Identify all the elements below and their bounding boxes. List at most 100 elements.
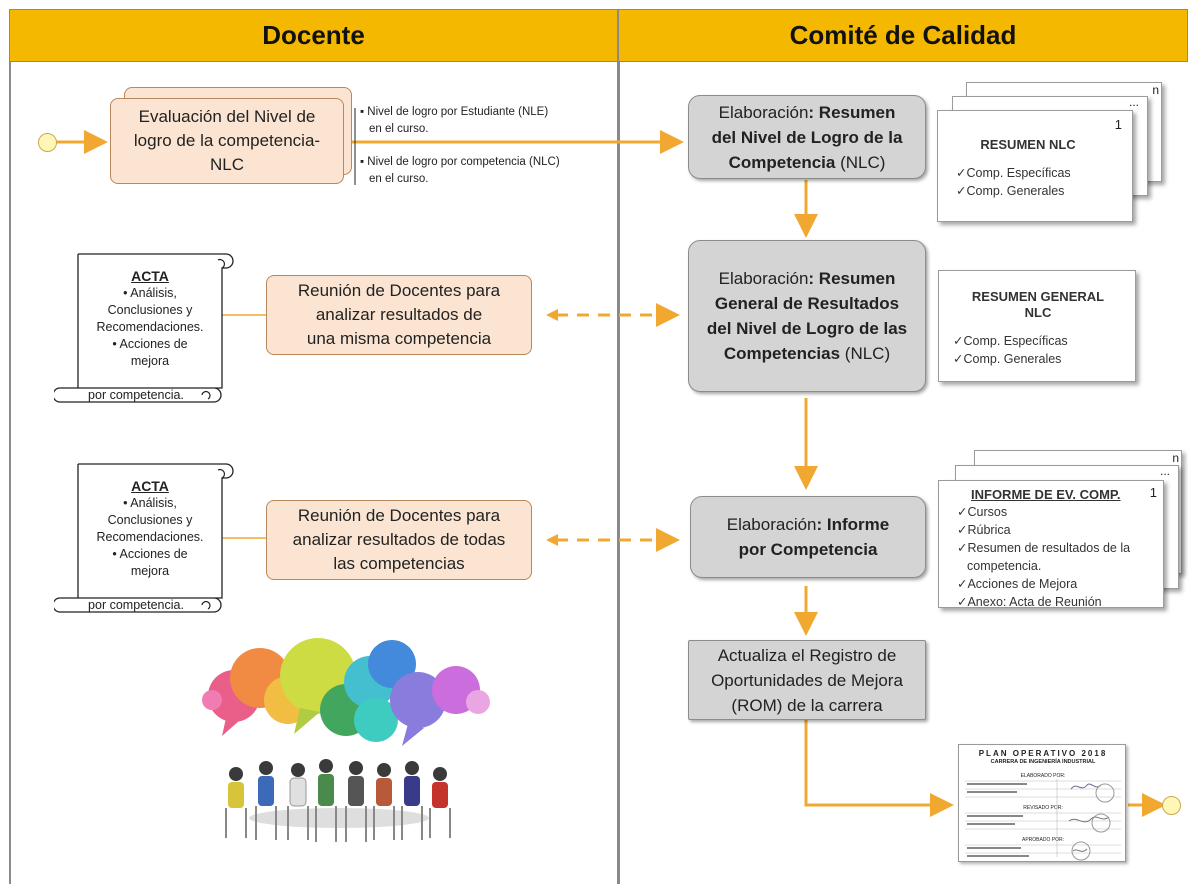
plan-sec2: REVISADO POR: [1023, 805, 1063, 811]
acta2-item-4: • Acciones de [112, 547, 188, 561]
lane-divider [617, 62, 620, 884]
acta2-item-1: • Análisis, [123, 496, 177, 510]
meeting2-left-arrowhead [546, 534, 558, 546]
acta1-item-5: mejora [130, 354, 170, 368]
doc1-ellipsis: ... [1128, 95, 1139, 109]
doc2-item-1: ✓Comp. Específicas [953, 334, 1068, 348]
doc3-item-2: ✓Rúbrica [957, 523, 1011, 537]
doc3-ellipsis: ... [1159, 464, 1170, 478]
box1-prefix: Elaboración [718, 102, 809, 122]
note-nle-line2: en el curso. [369, 123, 429, 135]
comite-header: Comité de Calidad [618, 9, 1188, 62]
doc2: RESUMEN GENERAL NLC ✓Comp. Específicas ✓… [938, 270, 1136, 382]
acta-scroll-1: ACTA • Análisis, Conclusiones y Recomend… [54, 248, 234, 408]
doc3-item-3: ✓Resumen de resultados de la [957, 541, 1131, 555]
box2-bold2: General de Resultados [714, 294, 900, 313]
meeting-people-icon [225, 759, 451, 842]
doc1-back-letter: n [1152, 83, 1159, 97]
note-nlc: ▪ Nivel de logro por competencia (NLC) e… [360, 154, 620, 188]
acta1-title: ACTA [131, 268, 169, 284]
plan-sec1: ELABORADO POR: [1020, 773, 1066, 779]
doc2-title-2: NLC [1024, 305, 1052, 320]
box2-suffix: (NLC) [840, 344, 891, 363]
comite-header-label: Comité de Calidad [789, 20, 1017, 50]
doc3-front: 1 INFORME DE EV. COMP. ✓Cursos ✓Rúbrica … [938, 480, 1164, 609]
box4-line-3: (ROM) de la carrera [731, 695, 883, 715]
acta2-item-2: Conclusiones y [107, 513, 193, 527]
plan-subtitle: CARRERA DE INGENIERÍA INDUSTRIAL [990, 759, 1096, 765]
doc3-item-1: ✓Cursos [957, 505, 1008, 519]
doc1-front: 1 RESUMEN NLC ✓Comp. Específicas ✓Comp. … [937, 110, 1133, 222]
box1-bold3: Competencia [728, 152, 836, 172]
box2-prefix: Elaboración [718, 269, 809, 288]
note-nle: ▪ Nivel de logro por Estudiante (NLE) en… [360, 104, 620, 138]
meeting1-line-1: Reunión de Docentes para [297, 281, 501, 300]
bullet-icon: ▪ [360, 156, 368, 168]
plan-sec3: APROBADO POR: [1022, 837, 1064, 843]
plan-title: PLAN OPERATIVO 2018 [978, 749, 1108, 758]
note-nlc-line2: en el curso. [369, 173, 429, 185]
meeting2-line-2: analizar resultados de todas [292, 530, 506, 549]
meeting-box-2: Reunión de Docentes para analizar result… [266, 500, 532, 580]
eval-line-2: logro de la competencia- [133, 131, 321, 150]
general-summary-box: Elaboración: Resumen General de Resultad… [688, 240, 926, 392]
competency-report-box: Elaboración: Informe por Competencia [690, 496, 926, 578]
speech-bubbles-icon [202, 638, 490, 746]
doc3-item-6: ✓Anexo: Acta de Reunión [957, 595, 1102, 609]
acta1-item-2: Conclusiones y [107, 303, 193, 317]
summary-nlc-box: Elaboración: Resumen del Nivel de Logro … [688, 95, 926, 179]
eval-box: Evaluación del Nivel de logro de la comp… [110, 98, 344, 184]
doc1-page-num: 1 [1114, 117, 1122, 132]
box2-bold4: Competencias [723, 344, 841, 363]
acta-scroll-2: ACTA • Análisis, Conclusiones y Recomend… [54, 458, 234, 618]
doc3-page-num: 1 [1149, 485, 1157, 500]
plan-signatures-icon [965, 779, 1121, 861]
docente-header-label: Docente [262, 20, 365, 50]
start-terminal [38, 133, 57, 152]
box3-bold2: por Competencia [738, 540, 878, 559]
acta1-item-4: • Acciones de [112, 337, 188, 351]
doc2-item-2: ✓Comp. Generales [953, 352, 1062, 366]
meeting2-line-1: Reunión de Docentes para [297, 506, 501, 525]
doc3-title: INFORME DE EV. COMP. [971, 487, 1121, 502]
eval-line-3: NLC [209, 155, 244, 174]
plan-operativo-doc: PLAN OPERATIVO 2018 CARRERA DE INGENIERÍ… [958, 744, 1126, 862]
acta1-item-3: Recomendaciones. [96, 320, 204, 334]
doc3-item-4: competencia. [967, 559, 1042, 573]
eval-line-1: Evaluación del Nivel de [138, 107, 316, 126]
acta1-item-1: • Análisis, [123, 286, 177, 300]
meeting-box-1: Reunión de Docentes para analizar result… [266, 275, 532, 355]
note-nle-line1: Nivel de logro por Estudiante (NLE) [367, 106, 549, 118]
box1-suffix: (NLC) [835, 152, 886, 172]
doc1-title: RESUMEN NLC [980, 137, 1076, 152]
box2-bold1: : Resumen [808, 269, 896, 288]
box4-line-1: Actualiza el Registro de [717, 645, 897, 665]
acta1-footer: por competencia. [88, 388, 184, 402]
acta2-footer: por competencia. [88, 598, 184, 612]
doc3-back-letter: n [1172, 451, 1179, 465]
box1-bold2: del Nivel de Logro de la [711, 127, 903, 147]
left-border [9, 62, 11, 884]
box4-line-2: Oportunidades de Mejora [711, 670, 903, 690]
bullet-icon: ▪ [360, 106, 368, 118]
note-nlc-line1: Nivel de logro por competencia (NLC) [367, 156, 560, 168]
meeting1-left-arrowhead [546, 309, 558, 321]
doc1-item-2: ✓Comp. Generales [956, 184, 1065, 198]
box4-to-plan-arrow [804, 720, 954, 817]
doc1-item-1: ✓Comp. Específicas [956, 166, 1071, 180]
doc3-item-5: ✓Acciones de Mejora [957, 577, 1078, 591]
docente-header: Docente [9, 9, 618, 62]
scroll-icon [54, 463, 234, 613]
box2-bold3: del Nivel de Logro de las [706, 319, 908, 338]
acta2-item-3: Recomendaciones. [96, 530, 204, 544]
meeting1-line-2: analizar resultados de [315, 305, 483, 324]
acta2-item-5: mejora [130, 564, 170, 578]
box1-bold1: : Resumen [808, 102, 896, 122]
rom-update-box: Actualiza el Registro de Oportunidades d… [688, 640, 926, 720]
meeting1-line-3: una misma competencia [306, 329, 492, 348]
end-terminal [1162, 796, 1181, 815]
scroll-icon [54, 253, 234, 403]
acta2-title: ACTA [131, 478, 169, 494]
box3-bold1: : Informe [816, 515, 890, 534]
